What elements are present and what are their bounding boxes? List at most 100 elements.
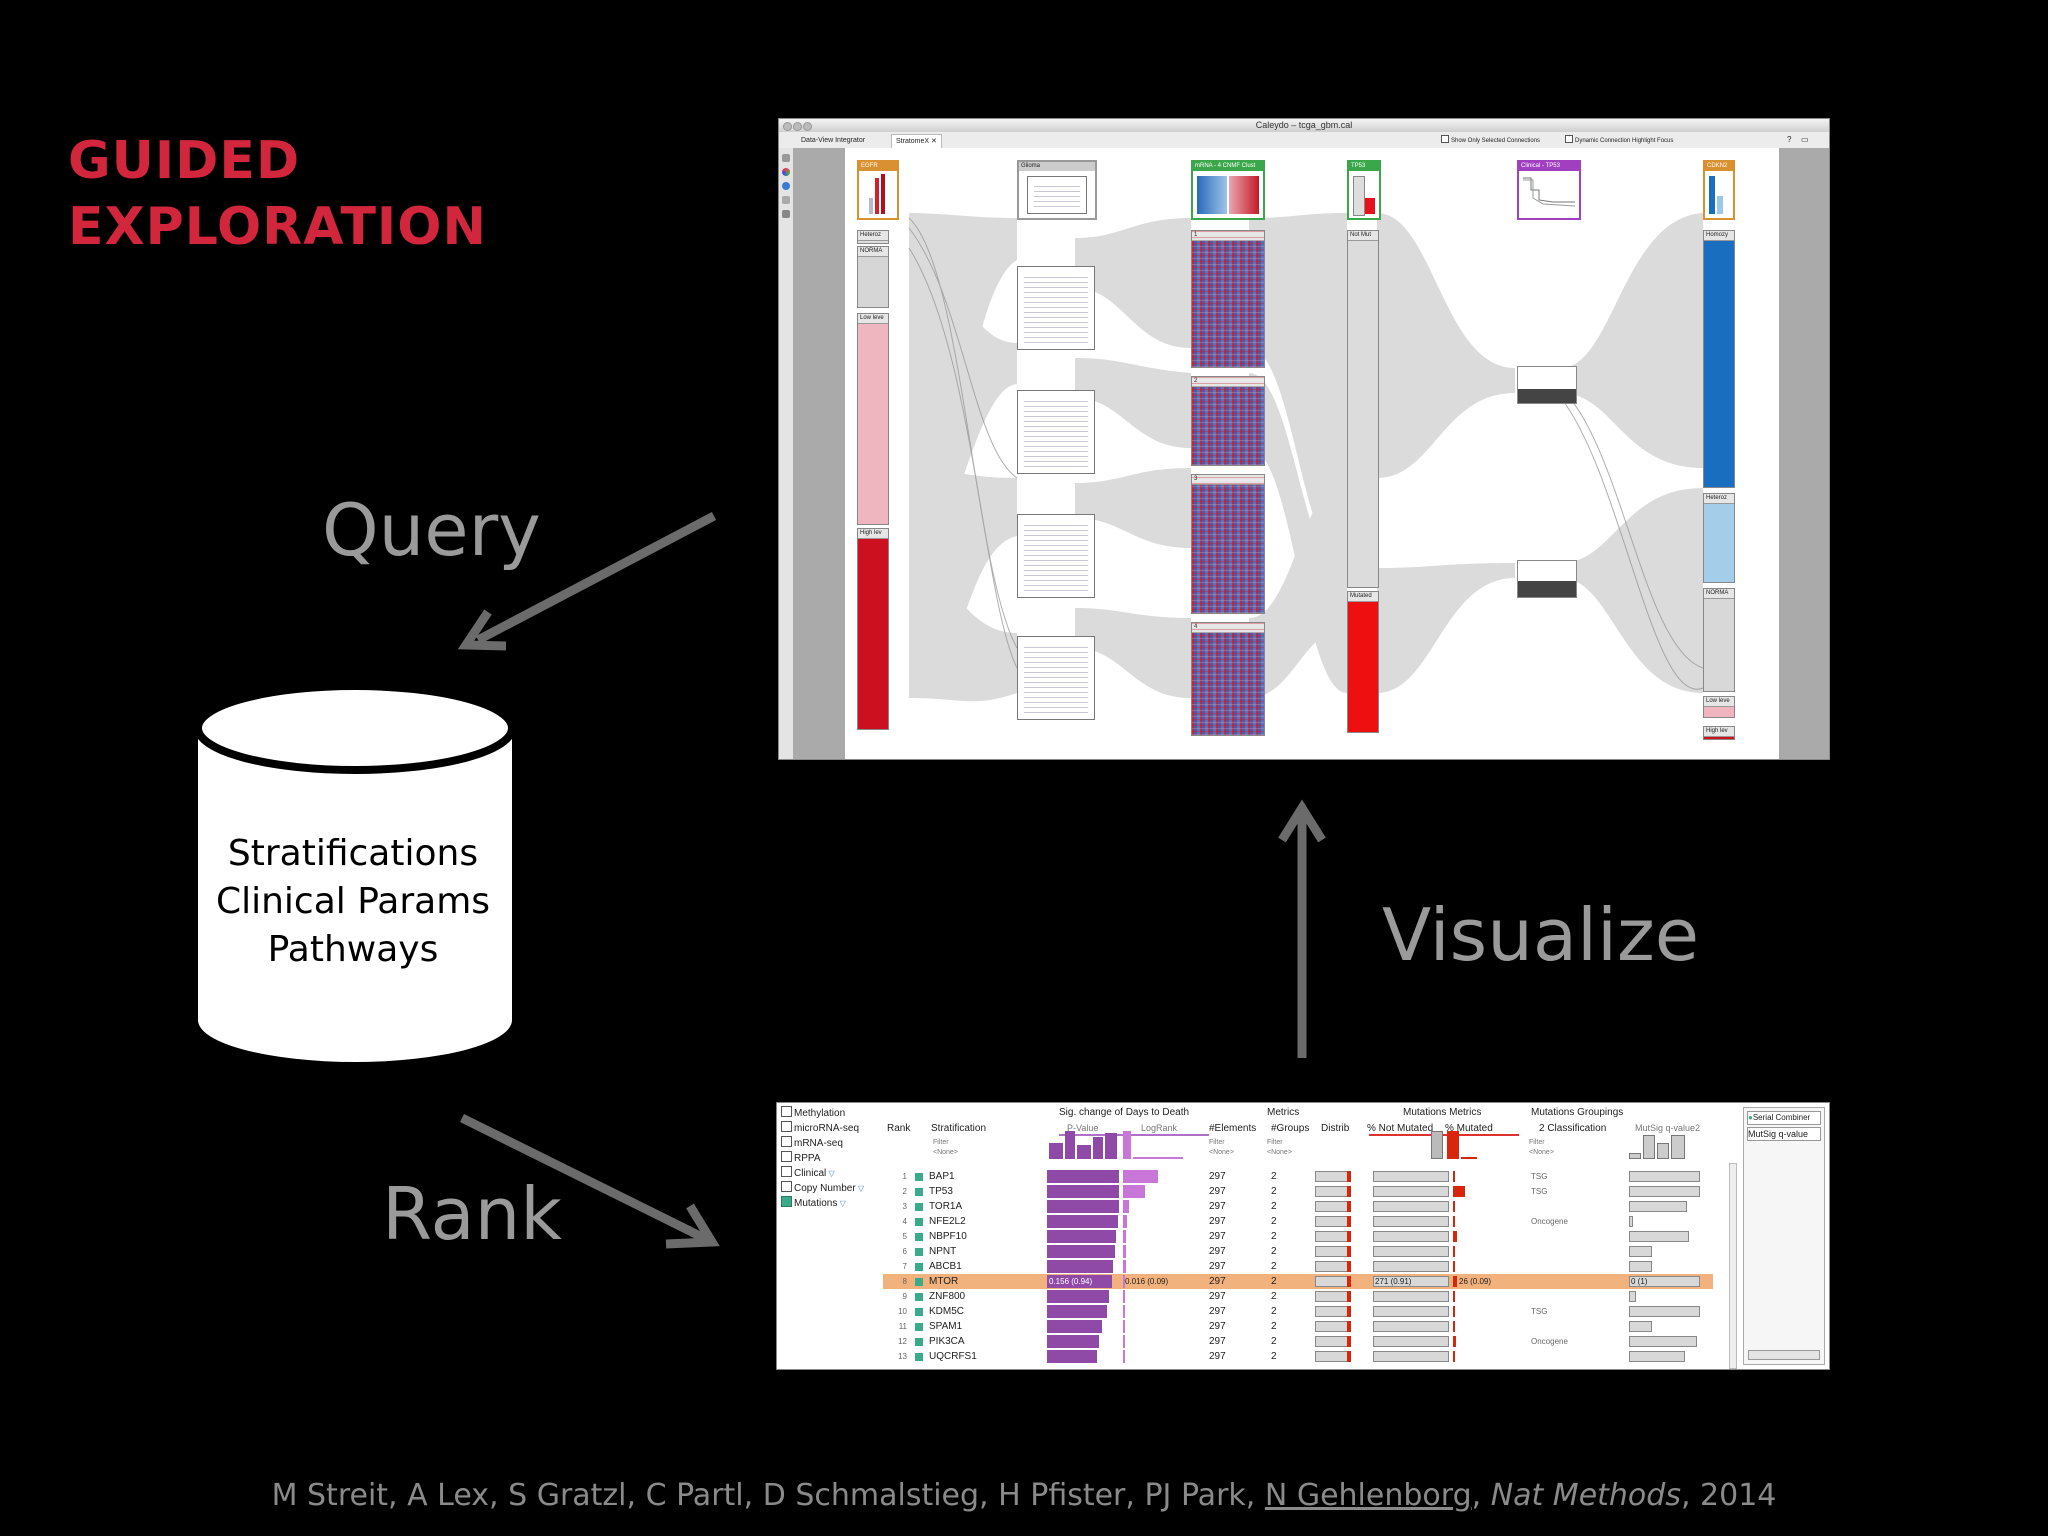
dataset-item[interactable]: Methylation xyxy=(781,1106,845,1120)
dataset-item[interactable]: RPPA xyxy=(781,1151,821,1165)
pin-icon[interactable] xyxy=(782,154,790,162)
right-scroll-gutter[interactable] xyxy=(1779,148,1829,759)
dataset-item[interactable]: microRNA-seq xyxy=(781,1121,859,1135)
block-normal[interactable]: NORMA xyxy=(1703,588,1735,692)
column-elements[interactable]: #Elements xyxy=(1209,1123,1257,1134)
checkbox-icon[interactable] xyxy=(1441,135,1449,143)
serial-combiner-item[interactable]: ●Serial Combiner xyxy=(1747,1111,1821,1125)
option-dynamic-highlight[interactable]: Dynamic Connection Highlight Focus xyxy=(1565,135,1673,144)
checkbox-icon[interactable] xyxy=(781,1151,792,1162)
filter-none[interactable]: <None> xyxy=(1209,1149,1234,1156)
pathway-block-3[interactable] xyxy=(1017,514,1095,598)
checkbox-icon[interactable] xyxy=(781,1166,792,1177)
settings-icon[interactable] xyxy=(782,196,790,204)
heatmap-cluster-2[interactable]: 2 xyxy=(1191,376,1265,466)
pathway-block-4[interactable] xyxy=(1017,636,1095,720)
block-low-level[interactable]: Low leve xyxy=(857,313,889,525)
minimize-view-icon[interactable]: ▭ xyxy=(1801,135,1809,144)
close-tab-icon[interactable]: ✕ xyxy=(931,138,937,145)
mutsig-item[interactable]: MutSig q-value xyxy=(1747,1127,1821,1141)
color-wheel-icon[interactable] xyxy=(782,168,790,176)
filter-icon[interactable]: ▽ xyxy=(855,1184,865,1193)
block-heteroz[interactable]: Heteroz xyxy=(1703,493,1735,583)
info-icon[interactable] xyxy=(782,182,790,190)
save-icon[interactable] xyxy=(782,210,790,218)
filter-none[interactable]: <None> xyxy=(1267,1149,1292,1156)
column-stratification[interactable]: Stratification xyxy=(931,1123,987,1134)
column-mutated[interactable]: % Mutated xyxy=(1445,1123,1493,1134)
filter-label[interactable]: Filter xyxy=(1267,1139,1283,1146)
help-icon[interactable]: ? xyxy=(1787,135,1792,144)
option-selected-connections[interactable]: Show Only Selected Connections xyxy=(1441,135,1540,144)
block-mutated[interactable]: Mutated xyxy=(1347,591,1379,733)
column-distrib[interactable]: Distrib xyxy=(1321,1123,1350,1134)
minimize-window-button[interactable] xyxy=(793,122,802,131)
filter-label[interactable]: Filter xyxy=(933,1139,949,1146)
block-heteroz[interactable]: Heteroz xyxy=(857,230,889,244)
block-low-level[interactable]: Low leve xyxy=(1703,696,1735,718)
dataset-item[interactable]: Mutations ▽ xyxy=(781,1196,846,1210)
tab-stratomex[interactable]: StratomeX ✕ xyxy=(891,134,942,148)
pathway-block-1[interactable] xyxy=(1017,266,1095,350)
filter-label[interactable]: Filter xyxy=(1209,1139,1225,1146)
left-scroll-gutter[interactable] xyxy=(793,148,845,759)
dataset-item[interactable]: Clinical ▽ xyxy=(781,1166,835,1180)
checkbox-icon[interactable] xyxy=(781,1196,792,1207)
dataset-item[interactable]: Copy Number ▽ xyxy=(781,1181,864,1195)
dataset-item[interactable]: mRNA-seq xyxy=(781,1136,843,1150)
column-header-cdkn2[interactable]: CDKN2 xyxy=(1703,160,1735,220)
block-not-mutated[interactable]: Not Mut xyxy=(1347,230,1379,588)
checkbox-icon[interactable] xyxy=(1565,135,1573,143)
heatmap-cluster-1[interactable]: 1 xyxy=(1191,230,1265,368)
checkbox-icon[interactable] xyxy=(781,1121,792,1132)
block-high-level[interactable]: High lev xyxy=(1703,726,1735,740)
column-header-clinical[interactable]: Clinical - TP53 xyxy=(1517,160,1581,220)
column-groups[interactable]: #Groups xyxy=(1271,1123,1310,1134)
block-homozygous[interactable]: Homozy xyxy=(1703,230,1735,488)
survival-block-2[interactable] xyxy=(1517,560,1577,598)
column-mutsig[interactable]: MutSig q-value2 xyxy=(1635,1123,1701,1133)
panel-slider[interactable] xyxy=(1748,1350,1820,1360)
column-header-tp53[interactable]: TP53 xyxy=(1347,160,1381,220)
block-high-level[interactable]: High lev xyxy=(857,528,889,730)
checkbox-icon[interactable] xyxy=(781,1181,792,1192)
column-pvalue[interactable]: P-Value xyxy=(1067,1123,1099,1133)
checkbox-icon[interactable] xyxy=(781,1106,792,1117)
block-normal[interactable]: NORMA xyxy=(857,246,889,308)
heatmap-cluster-3[interactable]: 3 xyxy=(1191,474,1265,614)
close-window-button[interactable] xyxy=(783,122,792,131)
column-header-egfr[interactable]: EGFR xyxy=(857,160,899,220)
column-header-glioma[interactable]: Glioma xyxy=(1017,160,1097,220)
column-logrank[interactable]: LogRank xyxy=(1141,1123,1178,1133)
tab-data-view-integrator[interactable]: Data-View Integrator xyxy=(797,134,869,147)
checkbox-icon[interactable] xyxy=(781,1136,792,1147)
filter-none[interactable]: <None> xyxy=(1529,1149,1554,1156)
citation-author-link[interactable]: N Gehlenborg xyxy=(1264,1478,1472,1513)
column-classification[interactable]: 2 Classification xyxy=(1539,1123,1607,1134)
zoom-window-button[interactable] xyxy=(803,122,812,131)
table-scrollbar[interactable] xyxy=(1729,1163,1737,1369)
pathway-block-2[interactable] xyxy=(1017,390,1095,474)
filter-icon[interactable]: ▽ xyxy=(826,1169,835,1178)
column-not-mutated[interactable]: % Not Mutated xyxy=(1367,1123,1434,1134)
filter-icon[interactable]: ▽ xyxy=(837,1199,846,1208)
column-header-mrna[interactable]: mRNA - 4 CNMF Clust xyxy=(1191,160,1265,220)
stratomex-canvas[interactable]: EGFR Heteroz NORMA Low leve High lev Gli… xyxy=(793,148,1829,759)
column-rank[interactable]: Rank xyxy=(887,1123,911,1134)
heatmap-cluster-4[interactable]: 4 xyxy=(1191,622,1265,736)
survival-block-1[interactable] xyxy=(1517,366,1577,404)
filter-label[interactable]: Filter xyxy=(1529,1139,1545,1146)
filter-none[interactable]: <None> xyxy=(933,1149,958,1156)
